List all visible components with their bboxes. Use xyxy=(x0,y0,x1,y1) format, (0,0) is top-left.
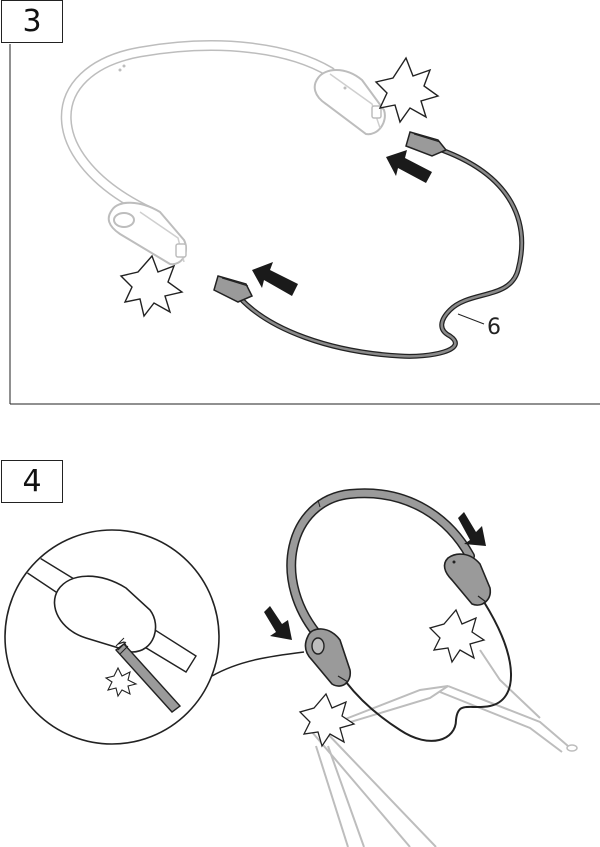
cable-6 xyxy=(237,145,525,359)
step-3-illustration: 6 xyxy=(9,40,600,405)
plug-right xyxy=(405,131,448,157)
click-burst-icon xyxy=(298,692,356,748)
arrow-icon xyxy=(264,606,292,640)
headband-dark xyxy=(286,488,475,645)
click-burst-icon xyxy=(428,608,486,664)
click-burst-icon xyxy=(374,56,440,124)
left-earpiece xyxy=(107,201,188,266)
headband-light xyxy=(60,40,336,218)
step-4-number: 4 xyxy=(1,460,63,503)
plug-left xyxy=(213,275,254,303)
left-earpiece xyxy=(304,628,352,687)
detail-magnifier xyxy=(4,529,220,745)
arrow-icon xyxy=(458,512,486,546)
right-earpiece xyxy=(443,553,492,606)
step-4-panel: 4 xyxy=(0,460,600,847)
click-burst-icon xyxy=(104,666,138,698)
click-burst-icon xyxy=(119,254,184,318)
stand-light xyxy=(311,649,569,847)
arrow-icon xyxy=(252,262,298,296)
arrow-icon xyxy=(386,150,432,183)
step-4-illustration xyxy=(4,488,578,847)
part-callout-6: 6 xyxy=(487,315,501,340)
step-3-number: 3 xyxy=(1,0,63,43)
callout-leader xyxy=(457,313,485,325)
magnifier-tail xyxy=(211,651,305,677)
cable-6 xyxy=(345,601,512,742)
right-earpiece xyxy=(313,69,386,136)
step-3-panel: 3 xyxy=(0,0,600,410)
